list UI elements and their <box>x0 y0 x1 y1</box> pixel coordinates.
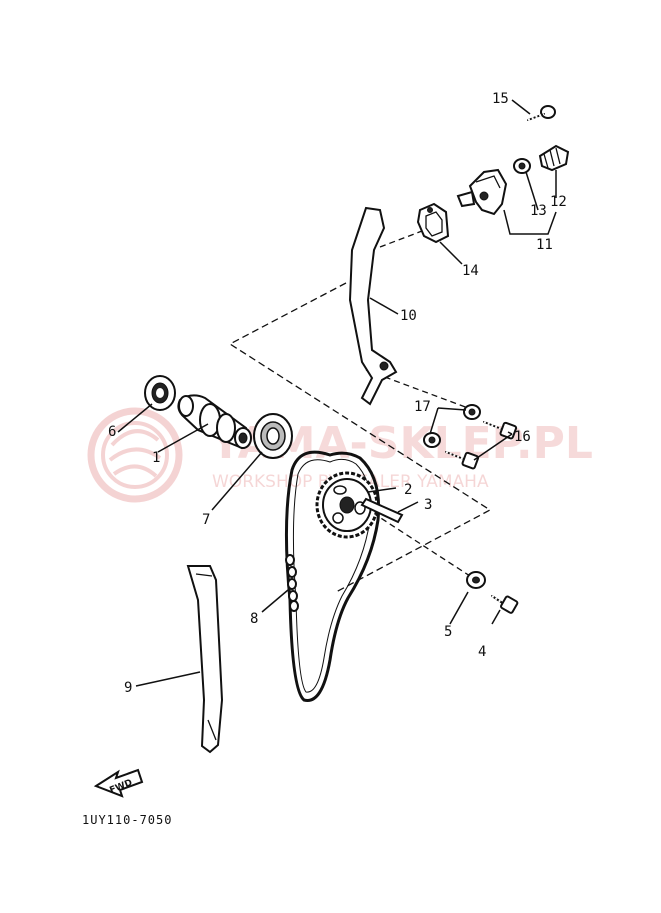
callout-6: 6 <box>108 424 116 440</box>
figure-code: 1UY110-7050 <box>82 813 172 827</box>
callout-8: 8 <box>250 611 258 627</box>
gasket-part <box>416 202 450 244</box>
callout-10: 10 <box>400 308 417 324</box>
cam-sprocket-part <box>315 471 379 539</box>
callout-5: 5 <box>444 624 452 640</box>
callout-7: 7 <box>202 512 210 528</box>
screw-part-15 <box>527 105 556 121</box>
bearing-part <box>253 413 293 459</box>
pin-part <box>360 497 404 524</box>
bolt-part-4 <box>491 595 519 614</box>
watermark-logo-icon <box>87 407 183 503</box>
callout-3: 3 <box>424 497 432 513</box>
chain-guide-lower-part <box>186 565 224 754</box>
callout-14: 14 <box>462 263 479 279</box>
callout-16: 16 <box>514 429 531 445</box>
callout-15: 15 <box>492 91 509 107</box>
callout-labels: 1 2 3 4 5 6 7 8 9 10 11 12 13 14 15 16 1… <box>108 91 567 696</box>
washer-part-17 <box>423 404 481 448</box>
callout-12: 12 <box>550 194 567 210</box>
chain-guide-upper-part <box>348 206 398 406</box>
fwd-arrow-icon: FWD <box>93 768 144 798</box>
tensioner-assembly-part <box>456 168 508 216</box>
callout-4: 4 <box>478 644 486 660</box>
callout-11: 11 <box>536 237 553 253</box>
leader-lines <box>117 99 557 687</box>
callout-2: 2 <box>404 482 412 498</box>
callout-1: 1 <box>152 450 160 466</box>
callout-13: 13 <box>530 203 547 219</box>
washer-part <box>466 571 486 589</box>
camshaft-bearing-part <box>144 375 176 411</box>
callout-17: 17 <box>414 399 431 415</box>
cap-bolt-part <box>538 144 570 172</box>
washer-part-13 <box>513 158 531 174</box>
callout-9: 9 <box>124 680 132 696</box>
camshaft-part <box>177 394 252 450</box>
